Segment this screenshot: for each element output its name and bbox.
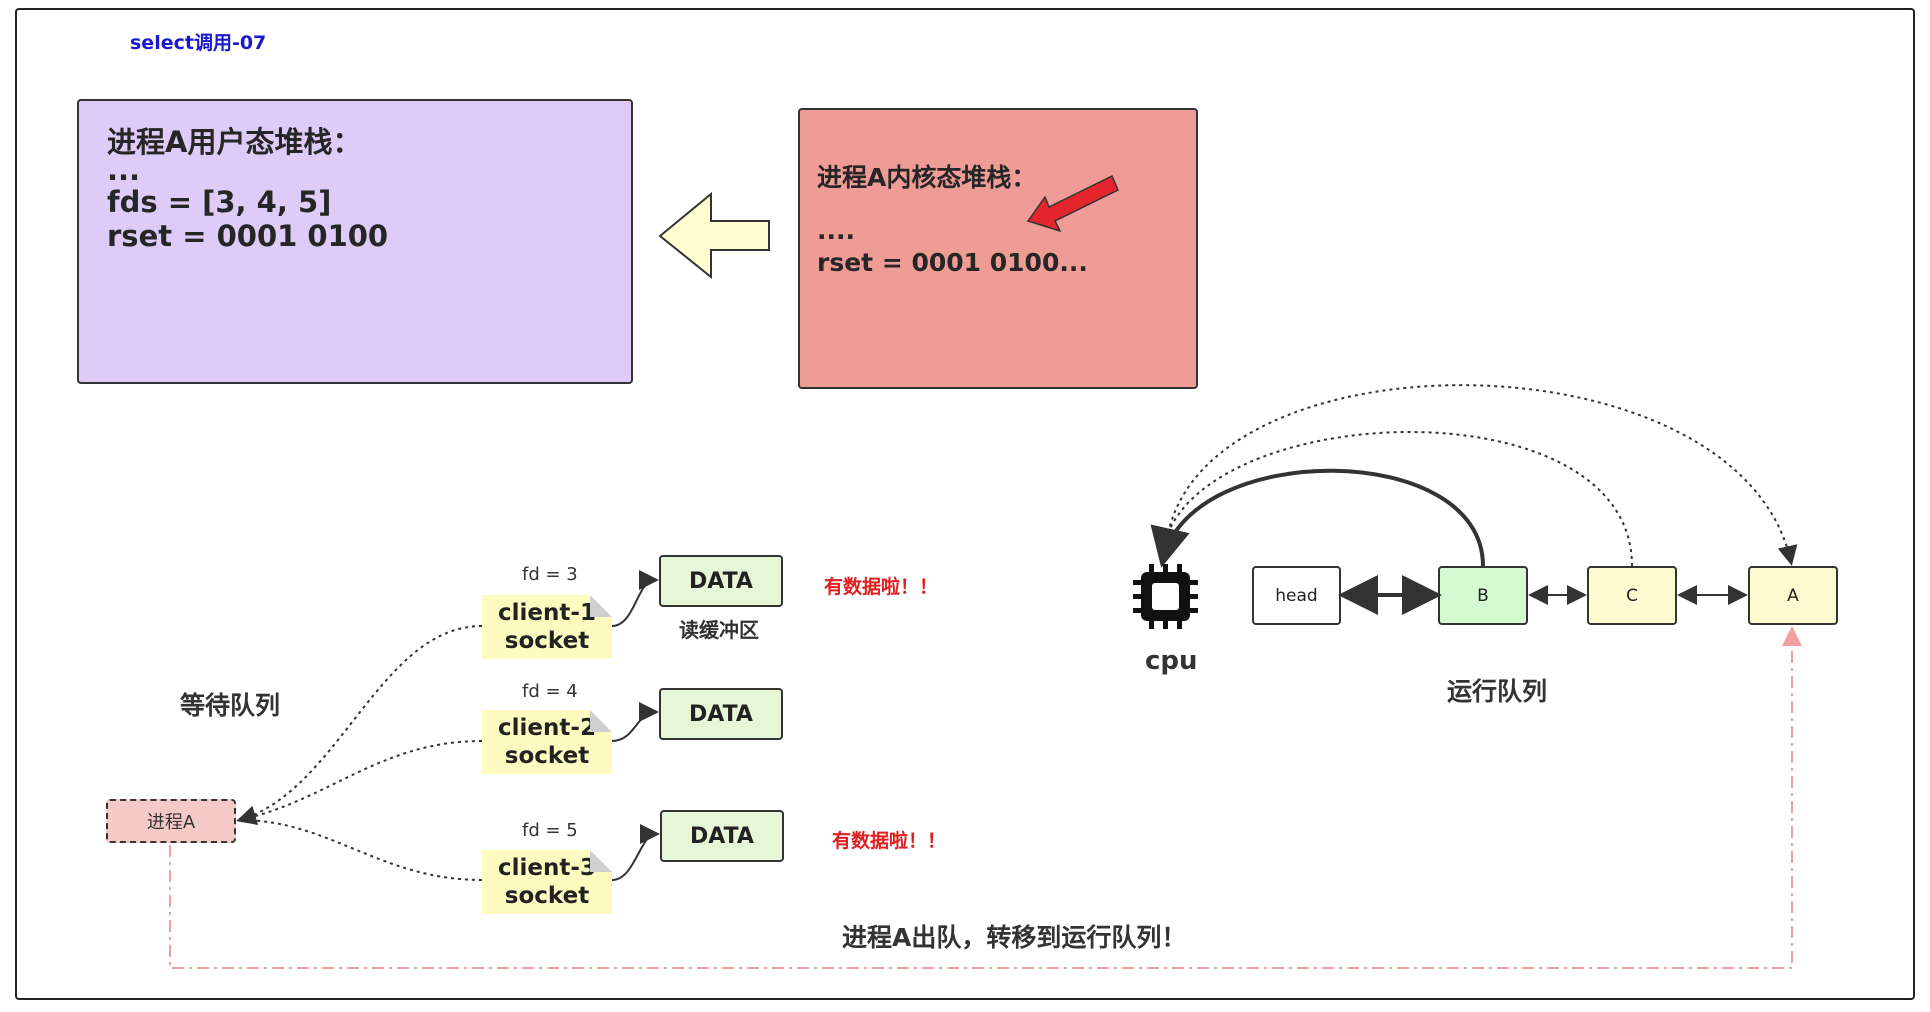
user-stack-rset: rset = 0001 0100 bbox=[107, 219, 389, 253]
read-buffer-label: 读缓冲区 bbox=[679, 618, 759, 642]
fd-label-1: fd = 3 bbox=[522, 564, 578, 585]
fd-label-2: fd = 4 bbox=[522, 681, 578, 702]
data-box-1: DATA bbox=[659, 555, 783, 607]
red-arrow-icon bbox=[1026, 174, 1119, 233]
user-stack-fds: fds = [3, 4, 5] bbox=[107, 185, 332, 219]
socket-client-2: client-2 socket bbox=[482, 710, 612, 774]
user-stack-ellipsis: ... bbox=[107, 153, 141, 187]
data-ready-note-3: 有数据啦！！ bbox=[832, 830, 947, 852]
wait-queue-label: 等待队列 bbox=[180, 691, 281, 720]
data-box-2: DATA bbox=[659, 688, 783, 740]
socket-client-2-name: client-2 bbox=[498, 715, 596, 741]
page-fold-icon bbox=[590, 850, 612, 872]
left-arrow-icon bbox=[658, 191, 770, 280]
process-a-node: 进程A bbox=[106, 799, 236, 843]
kernel-stack-rset: rset = 0001 0100... bbox=[817, 248, 1088, 277]
run-queue-node-a: A bbox=[1748, 566, 1838, 625]
run-queue-node-c: C bbox=[1587, 566, 1677, 625]
socket-client-1-name: client-1 bbox=[498, 600, 596, 626]
data-ready-note-1: 有数据啦！！ bbox=[824, 576, 939, 598]
data-box-3: DATA bbox=[660, 810, 784, 862]
run-queue-node-b: B bbox=[1438, 566, 1528, 625]
run-queue-label: 运行队列 bbox=[1447, 677, 1548, 706]
socket-client-1-type: socket bbox=[504, 628, 590, 654]
kernel-stack-heading: 进程A内核态堆栈： bbox=[817, 163, 1037, 192]
kernel-stack-ellipsis: .... bbox=[817, 216, 855, 245]
page-fold-icon bbox=[590, 710, 612, 732]
diagram-frame bbox=[15, 8, 1915, 1000]
diagram-title: select调用-07 bbox=[130, 32, 267, 54]
user-stack-heading: 进程A用户态堆栈： bbox=[107, 125, 362, 159]
socket-client-3-type: socket bbox=[504, 883, 590, 909]
kernel-stack-box: 进程A内核态堆栈： .... rset = 0001 0100... bbox=[798, 108, 1198, 389]
socket-client-1: client-1 socket bbox=[482, 595, 612, 659]
user-stack-box: 进程A用户态堆栈： ... fds = [3, 4, 5] rset = 000… bbox=[77, 99, 633, 384]
chip-icon bbox=[1133, 564, 1198, 629]
dequeue-note: 进程A出队，转移到运行队列！ bbox=[842, 923, 1187, 952]
socket-client-2-type: socket bbox=[504, 743, 590, 769]
socket-client-3: client-3 socket bbox=[482, 850, 612, 914]
fd-label-3: fd = 5 bbox=[522, 820, 578, 841]
socket-client-3-name: client-3 bbox=[498, 855, 596, 881]
cpu-label: cpu bbox=[1145, 646, 1198, 676]
page-fold-icon bbox=[590, 595, 612, 617]
